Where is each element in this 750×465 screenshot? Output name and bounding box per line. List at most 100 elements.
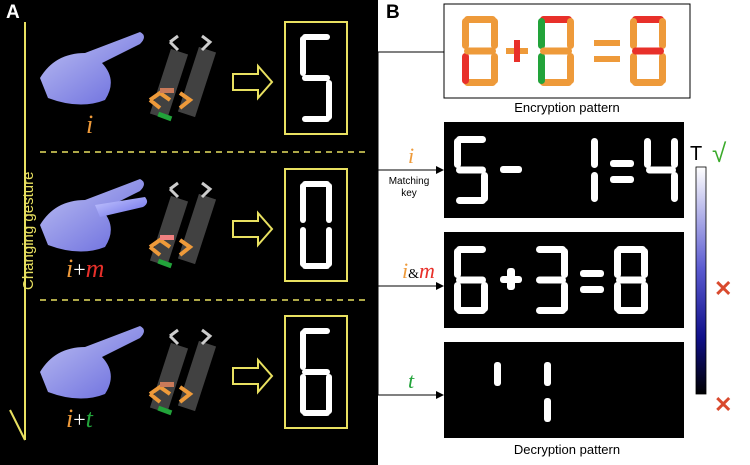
sensor-device — [148, 34, 217, 122]
segment — [536, 276, 566, 284]
segment — [456, 307, 486, 314]
segment — [302, 181, 330, 187]
equals-sign — [580, 270, 604, 277]
segment — [671, 172, 678, 202]
segment — [464, 47, 496, 55]
segment — [481, 282, 488, 312]
segment — [544, 398, 551, 422]
segment — [326, 80, 332, 120]
segment — [302, 75, 330, 81]
row-key-label-3: t — [408, 368, 415, 393]
segment — [591, 172, 598, 202]
segment — [302, 369, 330, 375]
segment — [464, 16, 496, 23]
equals-sign — [610, 160, 634, 167]
segment — [454, 282, 461, 312]
segment — [302, 410, 330, 416]
segment — [567, 53, 574, 84]
segment — [538, 53, 545, 84]
segment — [614, 282, 621, 312]
segment — [491, 53, 498, 84]
segment — [659, 53, 666, 84]
segment — [454, 248, 461, 278]
segment — [326, 183, 332, 223]
segment — [302, 263, 330, 269]
segment — [481, 172, 488, 202]
matching-key-label: Matching key — [388, 176, 430, 199]
segment — [300, 227, 306, 267]
segment — [538, 18, 545, 49]
hand-gesture — [40, 326, 144, 399]
segment — [300, 183, 306, 223]
segment — [326, 227, 332, 267]
equals-sign — [594, 56, 620, 62]
segment — [302, 34, 330, 40]
segment — [671, 138, 678, 168]
valid-check-icon: √ — [712, 138, 727, 168]
segment — [300, 374, 306, 414]
decryption-caption: Decryption pattern — [513, 442, 621, 457]
equation-glyphs — [454, 246, 648, 314]
segment — [300, 36, 306, 76]
segment — [641, 248, 648, 278]
segment — [536, 307, 566, 314]
equals-sign — [594, 40, 620, 46]
segment — [456, 276, 486, 284]
segment — [462, 18, 469, 49]
display-screen — [284, 168, 348, 282]
arrow-icon — [232, 357, 274, 395]
panel-b-label: B — [386, 2, 400, 23]
segment — [632, 47, 664, 55]
segment — [644, 138, 651, 168]
segment — [300, 330, 306, 370]
segment — [659, 18, 666, 49]
segment — [302, 328, 330, 334]
segment — [302, 116, 330, 122]
row-key-label-2: i&m — [402, 258, 435, 283]
segment — [456, 166, 486, 174]
plus-sign — [514, 40, 520, 62]
segment — [464, 79, 496, 86]
segment — [494, 362, 501, 386]
invalid-cross-icon: ✕ — [714, 276, 733, 301]
row-key-label-1: i — [408, 143, 415, 168]
segment — [616, 246, 646, 253]
gesture-key-label-2: i+m — [66, 254, 105, 283]
segment — [614, 248, 621, 278]
segment — [632, 16, 664, 23]
segment — [326, 374, 332, 414]
key-connector-lines — [377, 51, 444, 399]
invalid-cross-icon: ✕ — [714, 392, 733, 417]
colorbar — [695, 166, 707, 395]
display-screen — [284, 315, 348, 429]
segment — [540, 16, 572, 23]
segment — [591, 138, 598, 168]
segment — [616, 307, 646, 314]
plus-sign — [507, 268, 515, 290]
equals-sign — [580, 286, 604, 293]
decrypted-result-3 — [444, 342, 684, 438]
minus-sign — [500, 166, 522, 173]
gesture-key-label-1: i — [86, 110, 94, 139]
changing-gesture-label: Changing gesture — [20, 171, 37, 290]
encryption-pattern — [462, 16, 666, 86]
segment — [544, 362, 551, 386]
gesture-key-label-3: i+t — [66, 404, 93, 433]
segment — [456, 197, 486, 204]
segment — [646, 166, 676, 174]
segment — [561, 282, 568, 312]
segment — [616, 276, 646, 284]
segment — [630, 53, 637, 84]
segment — [456, 246, 486, 253]
sensor-device — [148, 328, 217, 416]
hand-gesture — [40, 32, 144, 105]
equals-sign — [610, 176, 634, 183]
segment — [462, 53, 469, 84]
panel-a-label: A — [6, 2, 20, 23]
segment — [454, 138, 461, 168]
segment — [456, 136, 486, 143]
hand-gesture — [40, 179, 148, 252]
segment — [561, 248, 568, 278]
segment — [630, 18, 637, 49]
